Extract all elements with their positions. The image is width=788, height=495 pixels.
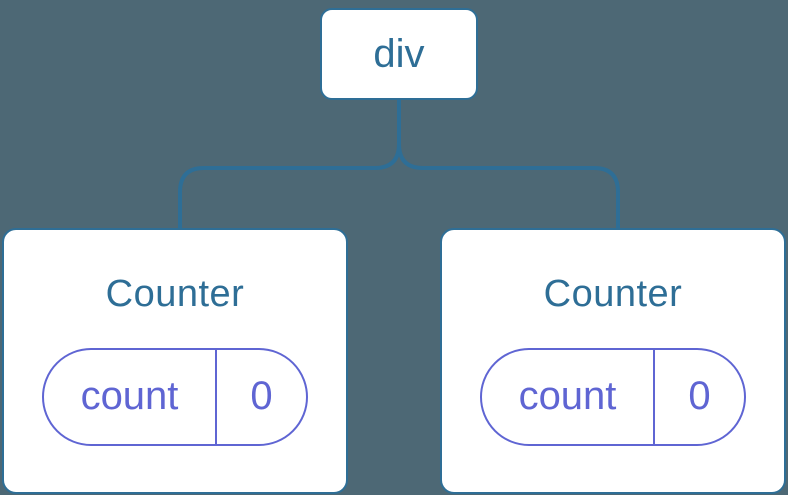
counter-1-state-key: count bbox=[44, 349, 217, 444]
counter-2-state-pill: count 0 bbox=[480, 347, 746, 446]
counter-1-state-pill: count 0 bbox=[42, 347, 308, 446]
tree-node-root: div bbox=[320, 8, 478, 100]
tree-node-counter-2: Counter count 0 bbox=[440, 228, 786, 494]
counter-1-state-value: 0 bbox=[250, 374, 273, 419]
counter-2-title: Counter bbox=[543, 273, 683, 315]
counter-2-state-value: 0 bbox=[688, 374, 711, 419]
counter-2-state-key: count bbox=[482, 349, 655, 444]
connector-left-branch bbox=[178, 100, 401, 230]
counter-1-title: Counter bbox=[105, 273, 245, 315]
root-node-label: div bbox=[373, 31, 425, 76]
connector-right-branch bbox=[397, 100, 620, 230]
tree-node-counter-1: Counter count 0 bbox=[2, 228, 348, 494]
